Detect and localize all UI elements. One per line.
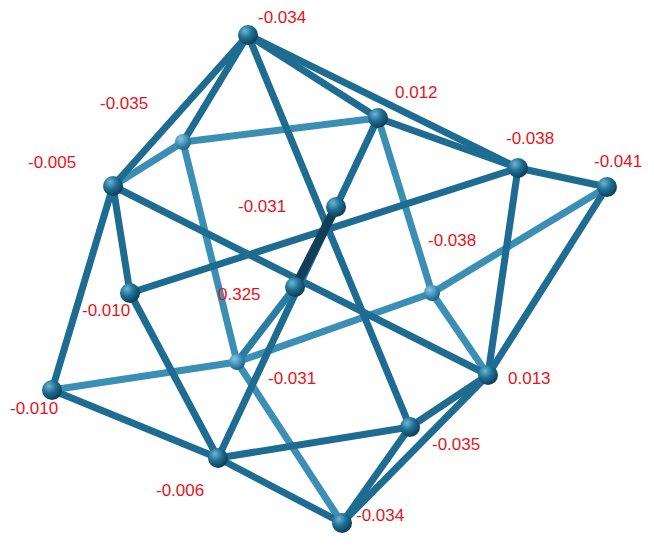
charge-label: -0.034 (356, 507, 404, 524)
charge-label: 0.013 (508, 370, 551, 387)
charge-label: -0.041 (594, 153, 642, 170)
charge-label: -0.005 (28, 154, 76, 171)
back-bonds (52, 118, 607, 523)
charge-label: -0.035 (100, 95, 148, 112)
charge-label: -0.038 (428, 232, 476, 249)
charge-label: 0.012 (395, 84, 438, 101)
front-bonds (52, 35, 607, 523)
charge-label: -0.031 (268, 370, 316, 387)
charge-label: -0.038 (506, 130, 554, 147)
charge-label: -0.031 (238, 198, 286, 215)
charge-label: -0.006 (156, 482, 204, 499)
front-atoms (42, 25, 617, 533)
back-atoms (175, 134, 440, 370)
charge-label: -0.010 (82, 302, 130, 319)
charge-label: -0.035 (432, 436, 480, 453)
charge-label: -0.010 (10, 400, 58, 417)
charge-label: -0.034 (258, 9, 306, 26)
central-bond (295, 207, 336, 287)
charge-label: 0.325 (218, 286, 261, 303)
